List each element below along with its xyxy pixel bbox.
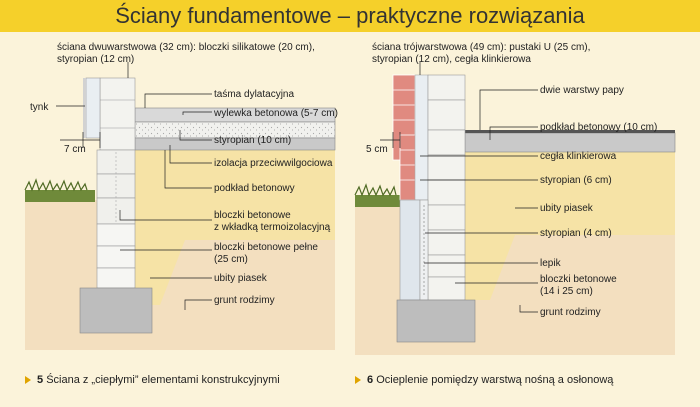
left-drawing: ściana dwuwarstwowa (32 cm): bloczki sil… (24, 42, 338, 350)
right-dim: 5 cm (366, 144, 388, 155)
left-caption-number: 5 (37, 374, 44, 386)
left-top-label-1: ściana dwuwarstwowa (32 cm): bloczki sil… (57, 42, 315, 53)
left-plaster (83, 78, 86, 138)
right-label-lepik: lepik (540, 258, 562, 269)
left-label-bloczki-2: z wkładką termoizolacyjną (214, 222, 331, 233)
right-label-papa: dwie warstwy papy (540, 85, 624, 96)
right-top-label-2: styropian (12 cm), cegła klinkierowa (372, 54, 531, 65)
right-foundation-styrofoam (399, 199, 421, 301)
caption-marker-icon (25, 376, 31, 385)
left-grass (25, 190, 95, 202)
left-label-podklad: podkład betonowy (214, 183, 295, 194)
right-footing (396, 299, 476, 343)
left-label-ubity: ubity piasek (214, 273, 268, 284)
right-wall-styrofoam (414, 74, 429, 201)
left-label-wylewka: wylewka betonowa (5-7 cm) (213, 108, 338, 119)
left-compacted-sand (135, 150, 335, 305)
right-drawing: ściana trójwarstwowa (49 cm): pustaki U … (354, 42, 676, 355)
left-label-pelne-2: (25 cm) (214, 254, 248, 265)
right-label-bloczki-1: bloczki betonowe (540, 274, 617, 285)
right-floor-subbase (464, 132, 676, 153)
right-label-ubity: ubity piasek (540, 203, 594, 214)
left-label-grunt: grunt rodzimy (214, 295, 275, 306)
left-label-izolacja: izolacja przeciwwilgociowa (214, 158, 333, 169)
left-label-styropian: styropian (10 cm) (214, 135, 291, 146)
left-caption: 5 Ściana z „ciepłymi” elementami konstru… (25, 374, 280, 386)
left-label-pelne-1: bloczki betonowe pełne (214, 242, 318, 253)
left-wall-styrofoam (85, 77, 101, 139)
left-label-tasma: taśma dylatacyjna (214, 89, 294, 100)
right-floor-tarpaper (465, 130, 675, 133)
page-title: Ściany fundamentowe – praktyczne rozwiąz… (115, 3, 585, 28)
right-caption-number: 6 (367, 374, 374, 386)
right-compacted-sand (465, 152, 675, 300)
right-caption: 6 Ocieplenie pomiędzy warstwą nośną a os… (355, 374, 613, 386)
left-upper-wall (99, 77, 136, 151)
left-dim: 7 cm (64, 144, 86, 155)
right-label-styropian6: styropian (6 cm) (540, 175, 612, 186)
right-hollow-blocks (427, 74, 466, 301)
left-footing (79, 287, 153, 334)
right-grass (355, 195, 400, 207)
right-top-label-1: ściana trójwarstwowa (49 cm): pustaki U … (372, 42, 590, 53)
right-label-bloczki-2: (14 i 25 cm) (540, 286, 593, 297)
left-label-tynk: tynk (30, 102, 49, 113)
left-top-label-2: styropian (12 cm) (57, 54, 134, 65)
left-caption-text: Ściana z „ciepłymi” elementami konstrukc… (46, 374, 280, 386)
caption-marker-icon (355, 376, 361, 385)
right-caption-text: Ocieplenie pomiędzy warstwą nośną a osło… (376, 374, 614, 386)
right-label-cegla: cegła klinkierowa (540, 151, 617, 162)
left-label-bloczki-1: bloczki betonowe (214, 210, 291, 221)
right-label-podklad: podkład betonowy (10 cm) (540, 122, 657, 133)
right-label-grunt: grunt rodzimy (540, 307, 601, 318)
title-bar (0, 0, 700, 32)
right-label-styropian4: styropian (4 cm) (540, 228, 612, 239)
left-foundation-blocks (96, 149, 136, 289)
